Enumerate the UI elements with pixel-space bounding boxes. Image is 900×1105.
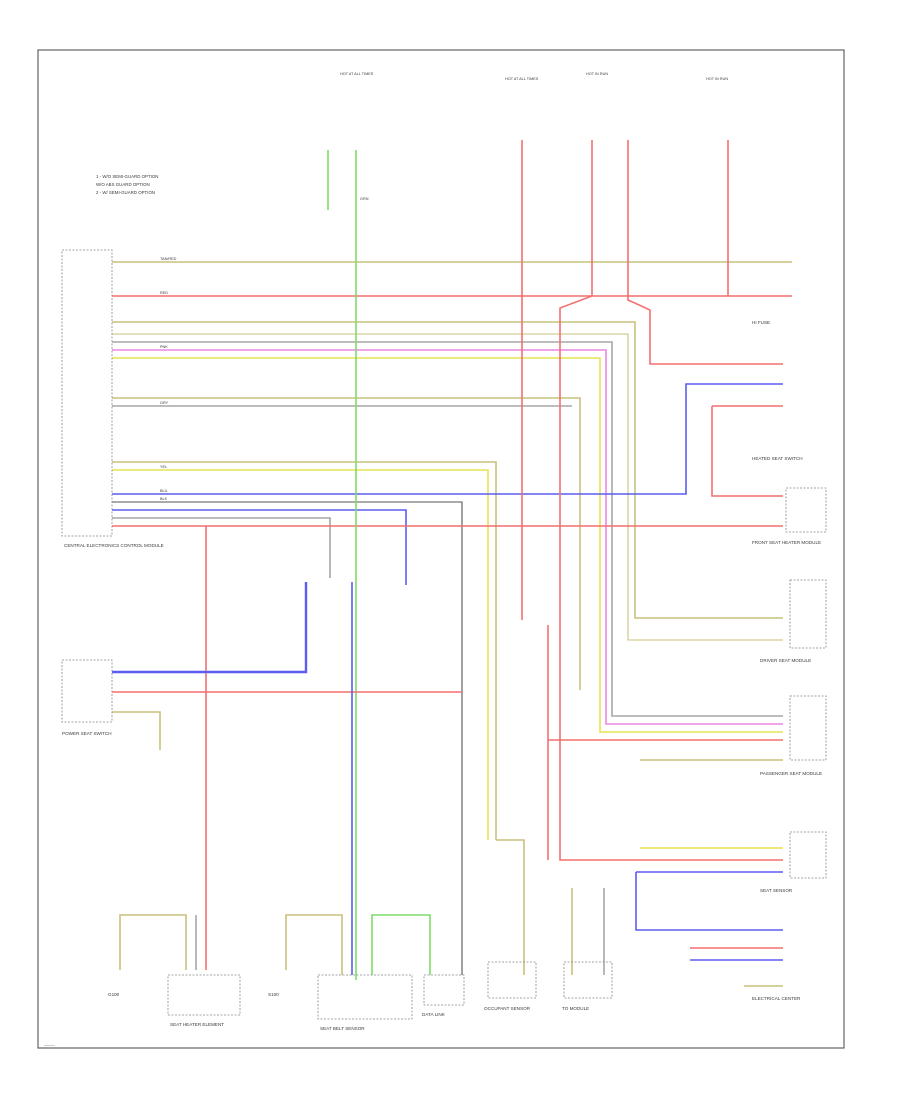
wire-pink-1 [112,349,783,725]
wire-blue-6 [635,872,783,931]
tag-green: GRN [360,197,369,201]
legend: 1 - W/O SEMI-GUARD OPTION W/O ABS GUARD … [96,174,158,195]
tag-yellow: YEL [160,465,167,469]
wire-olive-3 [112,333,783,641]
wire-olive-9 [496,839,525,975]
power-seat-switch-label: POWER SEAT SWITCH [62,731,112,736]
wire-green-2 [371,914,431,975]
right-components: FRONT SEAT HEATER MODULE DRIVER SEAT MOD… [752,320,827,1001]
seat-belt-sensor-box [317,974,413,1020]
ground-label: G100 [108,992,120,997]
occupant-sensor-label: OCCUPANT SENSOR [484,1006,531,1011]
wire-red-4 [711,406,783,497]
electrical-center-label: ELECTRICAL CENTER [752,996,801,1001]
wire-red-feed-2 [559,140,783,861]
legend-line-2: W/O ABS GUARD OPTION [96,182,150,187]
tag-red: RED [160,291,168,295]
seat-sensor-box [789,831,827,879]
seat-heater-element-label: SEAT HEATER ELEMENT [170,1022,224,1027]
splice-label: S100 [268,992,279,997]
hi-fuse-label: HI FUSE [752,320,770,325]
data-link-label: DATA LINK [422,1012,446,1017]
central-module-label: CENTRAL ELECTRONICS CONTROL MODULE [64,543,164,548]
wire-dark-1 [112,501,463,975]
to-module-label: TO MODULE [562,1006,589,1011]
front-seat-heater-module-label: FRONT SEAT HEATER MODULE [752,540,821,545]
wire-gray-3 [112,517,331,578]
footer-code: _____ [43,1042,55,1046]
wires [112,140,792,987]
tag-black: BLK [160,497,168,501]
data-link-box [423,974,465,1006]
tag-tan-red: TAN/RED [160,257,177,261]
bottom-components: SEAT HEATER ELEMENT SEAT BELT SENSOR DAT… [108,961,613,1031]
wire-olive-4 [112,397,581,690]
legend-line-1: 1 - W/O SEMI-GUARD OPTION [96,174,158,179]
wire-tags: TAN/RED RED BLU YEL PNK GRY BLK GRN [160,197,369,501]
fuse-2-label: HOT AT ALL TIMES [505,77,539,81]
passenger-seat-module-box [789,695,827,761]
wire-red-feed-3 [627,140,783,365]
wire-olive-6 [112,711,161,750]
diagram-border [37,49,845,1049]
fuse-1-label: HOT AT ALL TIMES [340,72,374,76]
wire-blue-2 [112,509,407,585]
wire-gray-1 [112,341,783,717]
tag-blue: BLU [160,489,168,493]
wire-yellow-1 [112,357,783,733]
wire-olive-5 [112,461,497,840]
power-seat-switch: POWER SEAT SWITCH [61,659,113,736]
occupant-sensor-box [487,961,537,999]
heated-seat-switch-label: HEATED SEAT SWITCH [752,456,803,461]
tag-gray: GRY [160,401,169,405]
fuse-3-label: HOT IN RUN [586,72,608,76]
wire-olive-8 [285,914,343,975]
central-module: CENTRAL ELECTRONICS CONTROL MODULE [61,249,164,548]
seat-belt-sensor-label: SEAT BELT SENSOR [320,1026,365,1031]
tag-pink: PNK [160,345,168,349]
wire-blue-1 [112,383,783,495]
seat-sensor-label: SEAT SENSOR [760,888,793,893]
wire-yellow-2 [112,469,489,840]
fuse-4-label: HOT IN RUN [706,77,728,81]
wire-blue-3 [112,582,308,674]
seat-heater-element-box [167,974,241,1016]
legend-line-3: 2 - W/ SEMI-GUARD OPTION [96,190,155,195]
wire-olive-7 [119,914,187,970]
passenger-seat-module-label: PASSENGER SEAT MODULE [760,771,822,776]
driver-seat-module-box [789,579,827,649]
fuse-blocks: HOT AT ALL TIMES HOT AT ALL TIMES HOT IN… [340,72,728,81]
driver-seat-module-label: DRIVER SEAT MODULE [760,658,811,663]
front-seat-heater-module-box [785,487,827,533]
wire-olive-2 [112,321,783,619]
